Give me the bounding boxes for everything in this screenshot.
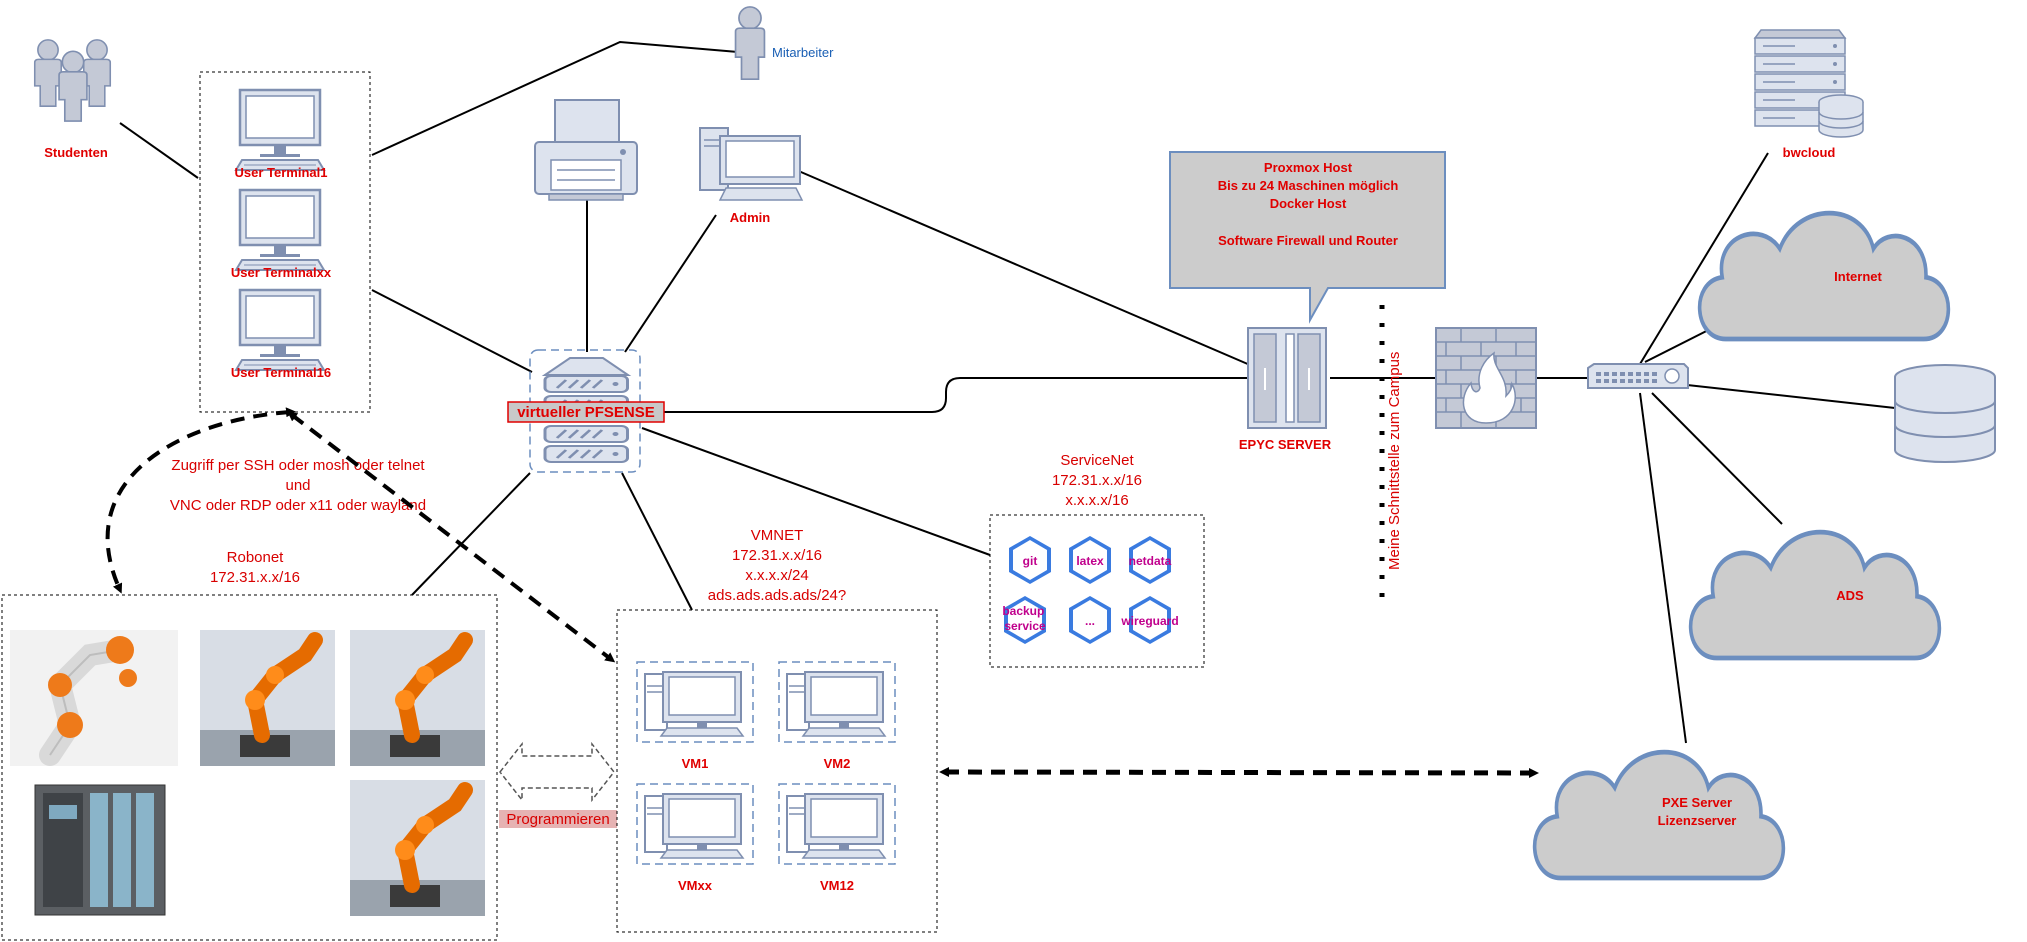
vm-12-label: VM12 [820,878,854,893]
robonet-subnet: 172.31.x.x/16 [210,569,300,586]
printer-icon [534,99,638,201]
students-label: Studenten [44,145,108,160]
proxmox-callout [1169,151,1446,324]
terminal-xx-label: User Terminalxx [231,265,332,280]
access-note-line-1: Zugriff per SSH oder mosh oder telnet [171,457,425,474]
servicenet-subnet-1: 172.31.x.x/16 [1052,472,1142,489]
access-note-line-2: und [285,477,310,494]
terminal-vmnet-dashed-arrow [287,411,616,663]
programming-label-bg [499,810,617,828]
industrial-robot-image-1 [200,630,335,766]
terminal-1-icon [234,88,326,172]
vmnet-box [616,609,938,933]
access-note-line-3: VNC oder RDP oder x11 oder wayland [170,497,426,514]
cobot-robot-image [10,630,178,766]
git-service-label: git [1023,554,1038,568]
vmnet-label: VMNET [751,527,804,544]
pfsense-server-icon [541,357,632,464]
vmnet-pxe-dashed-arrow [939,767,1539,778]
servicenet-subnet-2: x.x.x.x/16 [1065,492,1128,509]
proxmox-line-3: Docker Host [1270,196,1347,211]
latex-service-label: latex [1076,554,1104,568]
programming-label: Programmieren [506,811,609,828]
bwcloud-server-icon [1753,29,1864,138]
terminal-16-icon [234,288,326,372]
vmnet-subnet-3: ads.ads.ads.ads/24? [708,587,846,604]
terminal-16-label: User Terminal16 [231,365,331,380]
servicenet-label: ServiceNet [1060,452,1134,469]
industrial-robot-image-2 [350,630,485,766]
proxmox-line-2: Bis zu 24 Maschinen möglich [1218,178,1399,193]
ads-cloud [1691,532,1940,658]
servicenet-box [989,514,1205,668]
programming-arrow [499,741,615,803]
plc-controller-image [34,784,166,916]
admin-label: Admin [730,210,771,225]
employee-icon [734,6,766,81]
vm-xx-icon [636,783,754,865]
bwcloud-label: bwcloud [1783,145,1836,160]
employee-label: Mitarbeiter [772,45,834,60]
students-group-icon [33,39,112,122]
vmnet-subnet-1: 172.31.x.x/16 [732,547,822,564]
vmnet-subnet-2: x.x.x.x/24 [745,567,808,584]
firewall-icon [1435,327,1537,429]
internet-cloud [1700,213,1949,339]
proxmox-line-5: Software Firewall und Router [1218,233,1398,248]
robonet-box [1,594,498,941]
vm-1-label: VM1 [682,756,709,771]
database-icon [1894,364,1996,463]
network-switch-icon [1587,363,1689,389]
industrial-robot-image-3 [350,780,485,916]
pxe-label-1: PXE Server [1662,795,1732,810]
wireguard-service-label: wireguard [1120,614,1178,628]
more-services-label: ... [1085,614,1095,628]
proxmox-line-1: Proxmox Host [1264,160,1353,175]
backup-service-label: backup service [1002,604,1047,633]
terminal-1-label: User Terminal1 [235,165,328,180]
vm-12-icon [778,783,896,865]
ads-label: ADS [1836,588,1864,603]
pxe-label-2: Lizenzserver [1658,813,1737,828]
campus-interface-label: Meine Schnittstelle zum Campus [1386,352,1403,570]
netdata-service-label: netdata [1129,554,1172,568]
vm-1-icon [636,661,754,743]
robonet-label: Robonet [227,549,285,566]
vm-xx-label: VMxx [678,878,713,893]
pfsense-label: virtueller PFSENSE [517,404,655,421]
epyc-server-label: EPYC SERVER [1239,437,1332,452]
vm-2-icon [778,661,896,743]
admin-workstation-icon [699,127,804,201]
epyc-server-icon [1247,327,1327,429]
terminal-xx-icon [234,188,326,272]
internet-label: Internet [1834,269,1882,284]
terminal-robonet-dashed-arrow [105,407,296,594]
vm-2-label: VM2 [824,756,851,771]
